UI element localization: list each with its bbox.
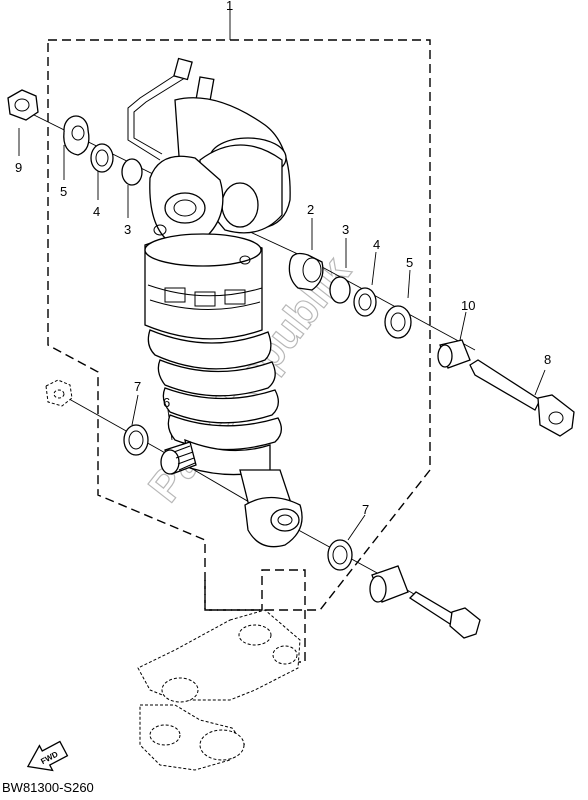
assembly-outline — [47, 39, 431, 611]
part-10-spacer — [437, 339, 471, 369]
nut-ghost-lower-left — [45, 379, 73, 407]
sensor-wire — [127, 57, 215, 161]
part-2-bushing — [288, 252, 324, 291]
relay-arm — [137, 609, 301, 771]
part-4-washer-left — [90, 143, 114, 173]
shock-absorber-assembly — [144, 97, 303, 548]
part-3-circlip-left — [121, 158, 143, 186]
callout-6: 6 — [163, 395, 170, 410]
callout-8: 8 — [544, 352, 551, 367]
link-bracket-outline — [204, 569, 306, 663]
callout-1: 1 — [226, 0, 233, 13]
part-8-bolt — [469, 359, 575, 437]
part-6-bearing — [160, 441, 197, 475]
part-5-collar-right — [384, 305, 412, 339]
part-3-circlip-right — [329, 276, 351, 304]
callout-4-left: 4 — [93, 204, 100, 219]
part-4-washer-right — [353, 287, 377, 317]
callout-5-right: 5 — [406, 255, 413, 270]
part-5-collar-left — [63, 115, 90, 156]
callout-10: 10 — [461, 298, 475, 313]
part-9-nut — [7, 89, 39, 121]
callout-9: 9 — [15, 160, 22, 175]
part-7-seal-right — [327, 539, 353, 571]
callout-3-left: 3 — [124, 222, 131, 237]
callout-4-right: 4 — [373, 237, 380, 252]
diagram-code: BW81300-S260 — [2, 780, 94, 795]
callout-7-right: 7 — [362, 502, 369, 517]
lower-collar — [369, 565, 409, 603]
callout-5-left: 5 — [60, 184, 67, 199]
callout-3-right: 3 — [342, 222, 349, 237]
lower-bolt — [408, 591, 481, 639]
callout-2: 2 — [307, 202, 314, 217]
fwd-arrow-icon: FWD — [26, 740, 69, 772]
callout-labels: 1 9 5 4 3 2 3 4 5 10 8 7 6 7 — [15, 0, 551, 517]
part-7-seal-left — [123, 424, 149, 456]
callout-7-left: 7 — [134, 379, 141, 394]
